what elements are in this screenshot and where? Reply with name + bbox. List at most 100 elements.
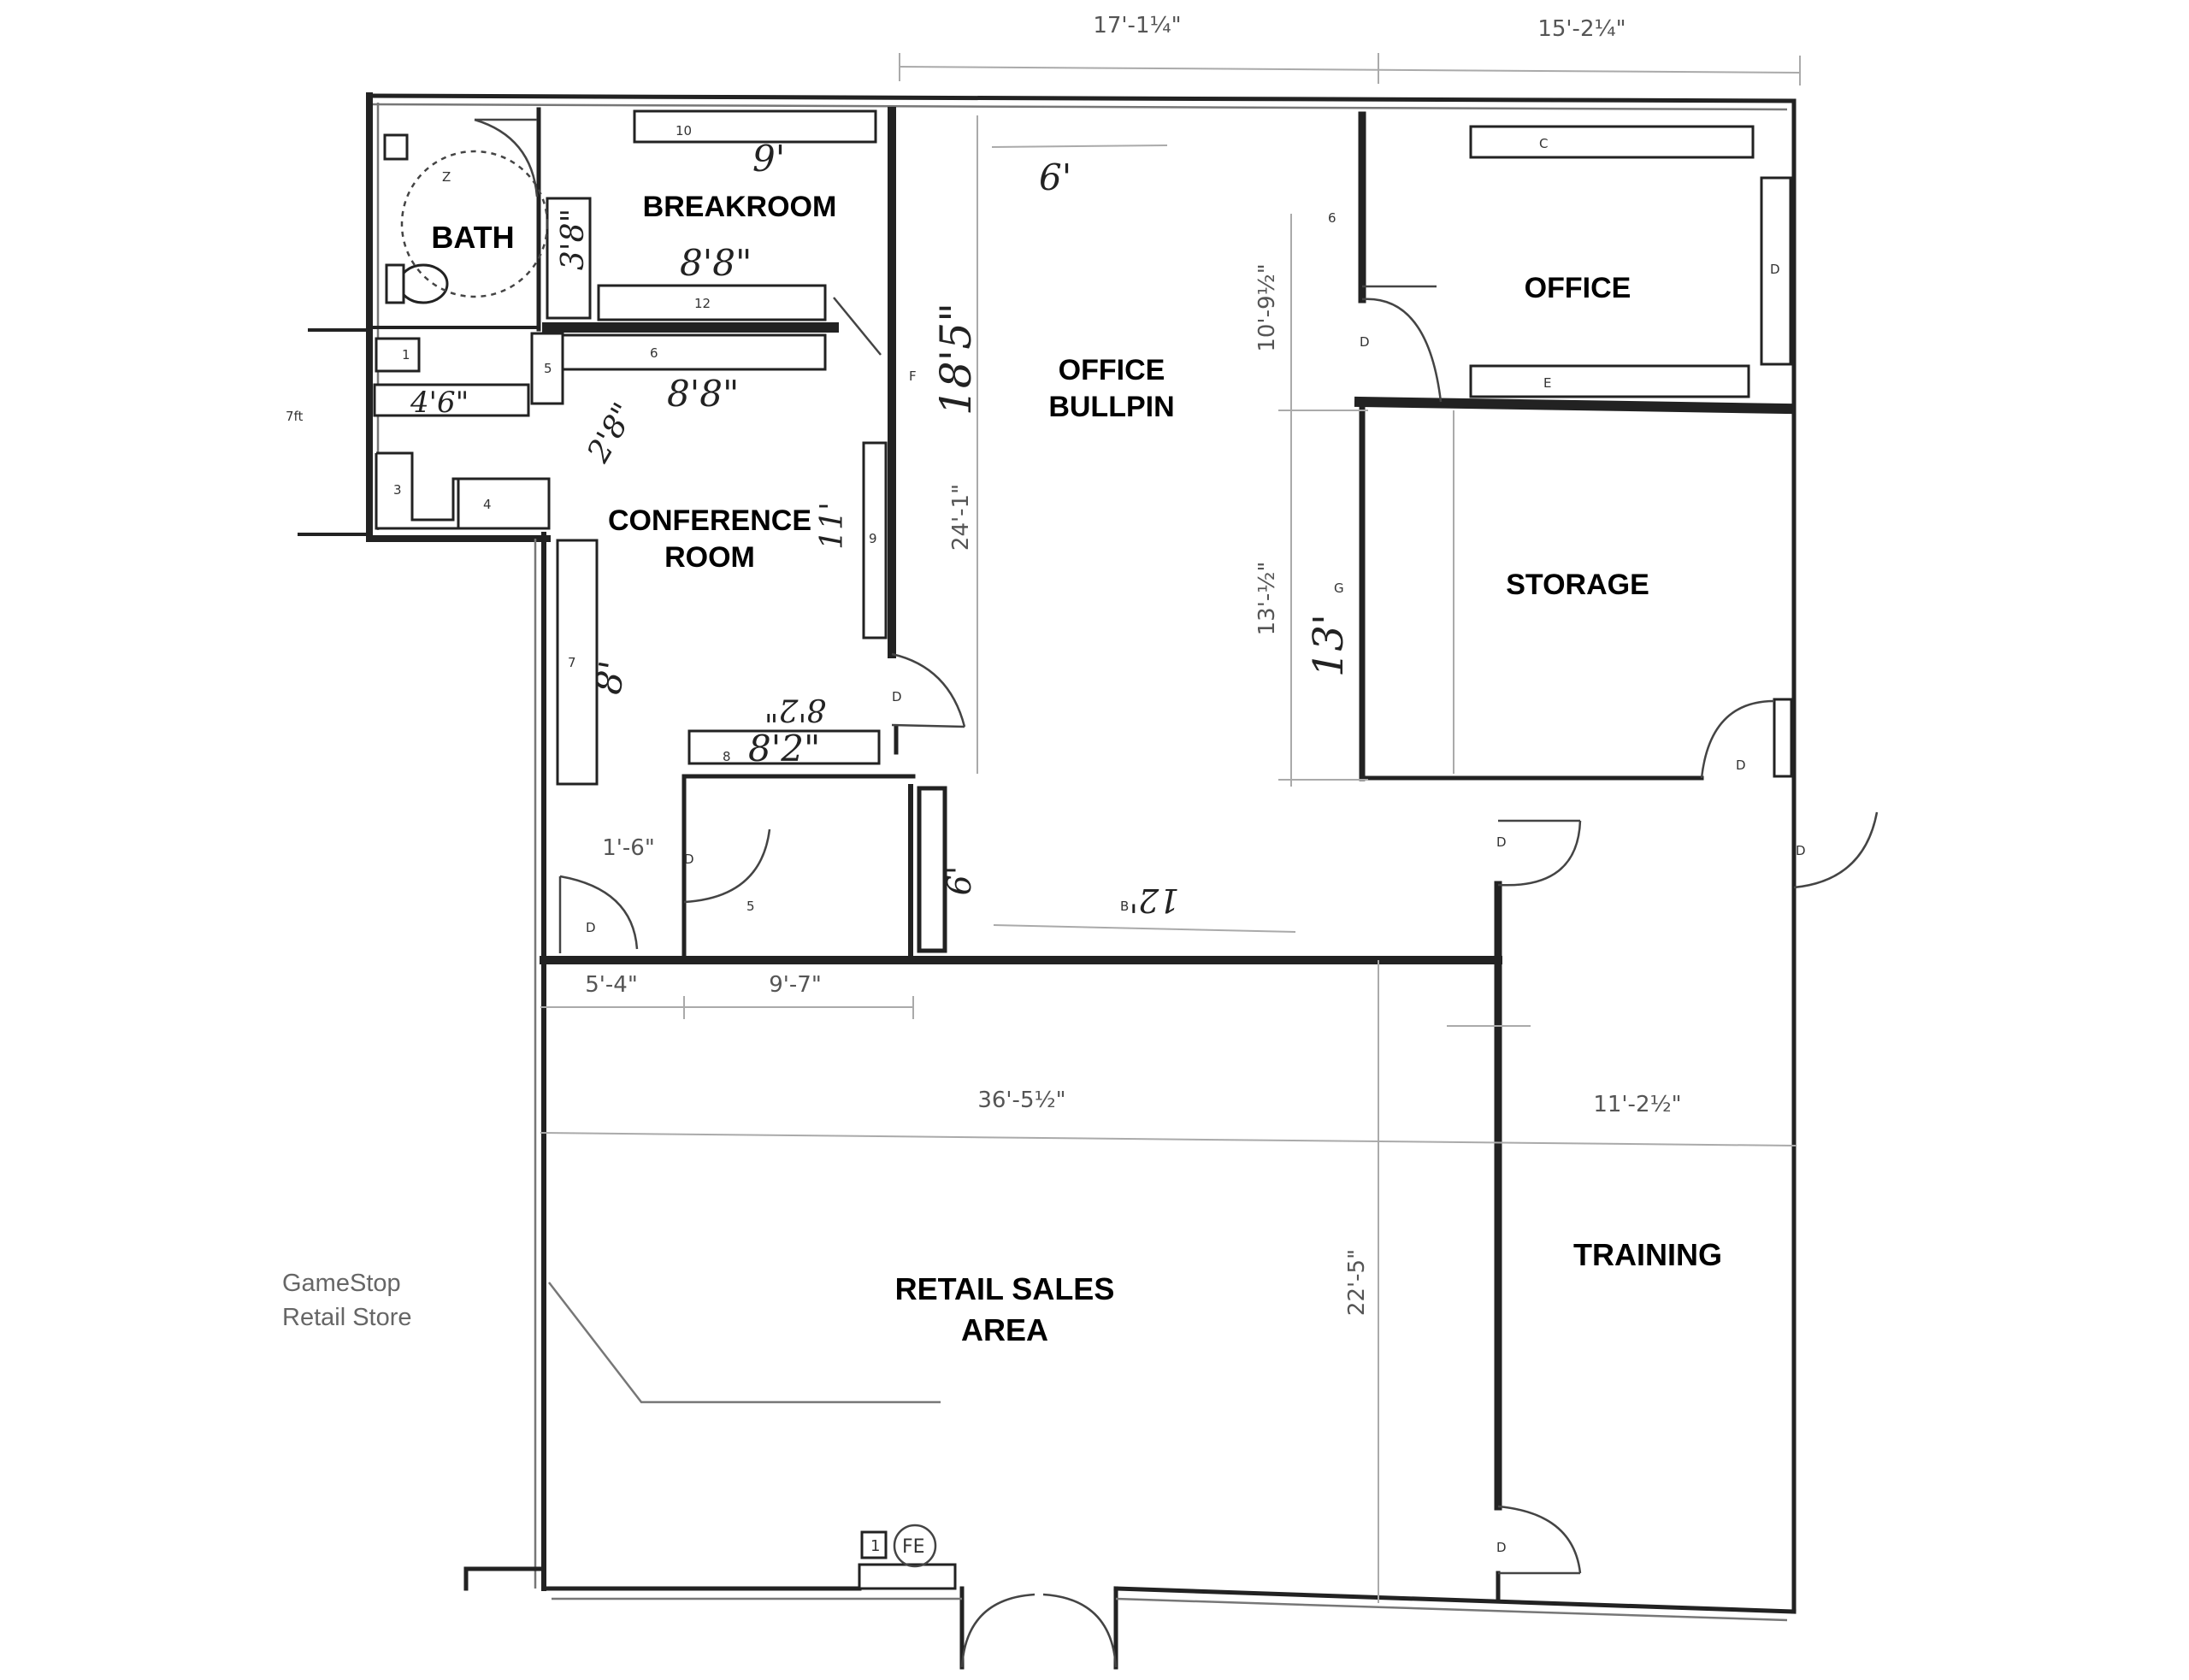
counter-7	[556, 539, 599, 786]
note-bullpin-top: 6'	[1039, 156, 1071, 198]
tag-7: 7	[568, 655, 576, 670]
bath-toilet-tank	[385, 263, 405, 304]
note-conf-counter: 8'	[587, 657, 634, 697]
tag-b: B	[1120, 899, 1129, 914]
note-bullpin-height: 18'5"	[931, 303, 981, 416]
dim-lower-2: 5'-4"	[585, 972, 638, 998]
tag-door-5: D	[1496, 1540, 1507, 1555]
dim-office-height: 10'-9½"	[1254, 263, 1280, 351]
tag-6-office: 6	[1328, 210, 1336, 226]
label-training: TRAINING	[1573, 1237, 1722, 1272]
note-bath-side: 3'8"	[556, 209, 591, 270]
tag-d: D	[1770, 262, 1780, 277]
office-counter-e	[1469, 364, 1750, 398]
counter-8	[687, 729, 881, 765]
note-breakroom-width: 9'	[752, 138, 785, 180]
note-conf-width: 11'	[815, 502, 850, 550]
cabinet-4	[457, 477, 551, 530]
label-office-bullpin-1: OFFICE	[1059, 354, 1165, 386]
tag-12: 12	[694, 296, 711, 311]
note-counter-6: 8'8"	[667, 373, 739, 415]
note-conf-bottom-b: 8'2"	[764, 692, 826, 727]
printed-dimensions: 17'-1¼" 15'-2¼" 10'-9½" 13'-½" 24'-1" 1'…	[585, 13, 1681, 1316]
fixtures	[373, 109, 1793, 1590]
tag-door-7: D	[684, 852, 694, 867]
tag-door-1: D	[892, 689, 902, 704]
dim-top-right: 15'-2¼"	[1537, 16, 1626, 42]
cabinet-1	[375, 337, 421, 373]
note-door-gap: 2'8"	[581, 398, 642, 469]
tag-5: 5	[544, 361, 552, 376]
doors	[400, 118, 1879, 1668]
counter-6	[558, 333, 827, 371]
label-office: OFFICE	[1525, 272, 1631, 304]
tag-1: 1	[402, 347, 410, 363]
label-breakroom: BREAKROOM	[643, 191, 837, 223]
dimension-lines	[540, 53, 1801, 1603]
tag-e: E	[1543, 375, 1551, 391]
label-office-bullpin-2: BULLPIN	[1048, 391, 1174, 423]
counter-4-6	[373, 383, 530, 417]
fire-box	[858, 1563, 957, 1590]
label-retail-1: RETAIL SALES	[895, 1271, 1115, 1306]
tag-door-6: D	[586, 920, 596, 935]
tag-10: 10	[676, 123, 692, 139]
note-cabinet: 4'6"	[410, 386, 469, 420]
bath-sink	[383, 133, 409, 161]
tag-6: 6	[650, 345, 658, 361]
tag-f: F	[909, 368, 917, 384]
office-counter-d	[1760, 176, 1792, 366]
dim-width-right: 11'-2½"	[1593, 1092, 1681, 1117]
office-counter-c	[1469, 125, 1755, 159]
tag-8: 8	[723, 749, 731, 764]
tag-4: 4	[483, 497, 492, 512]
fixture-tags: 10 12 6 5 1 3 4 9 7 8 C D E F G B Z 6 5 …	[286, 123, 1806, 1555]
tag-small-note: 7ft	[286, 409, 304, 424]
tag-c: C	[1539, 136, 1548, 151]
storage-shelf	[1773, 698, 1793, 778]
note-storage-width: 13'	[1305, 614, 1353, 677]
room-labels: BATH BREAKROOM CONFERENCE ROOM OFFICE BU…	[431, 191, 1722, 1347]
tag-5-lower: 5	[746, 899, 755, 914]
label-retail-2: AREA	[961, 1312, 1048, 1347]
dim-bullpin-height: 24'-1"	[948, 484, 974, 551]
fire-extinguisher-icon: 1 FE	[860, 1524, 937, 1568]
tag-door-8: D	[1360, 334, 1370, 350]
interior-walls	[368, 107, 1793, 1601]
tag-door-3: D	[1736, 757, 1746, 773]
counter-10	[633, 109, 877, 144]
cabinet-dark	[917, 786, 947, 953]
label-bath: BATH	[431, 220, 514, 255]
store-label-line-1: GameStop	[282, 1270, 401, 1297]
counter-12	[597, 284, 827, 321]
dim-storage-height: 13'-½"	[1254, 562, 1280, 636]
dim-top-left: 17'-1¼"	[1093, 13, 1181, 38]
tag-door-4: D	[1796, 843, 1806, 858]
exterior-walls	[298, 92, 1797, 1670]
bath-shower	[546, 197, 592, 320]
svg-text:1: 1	[870, 1537, 880, 1555]
dim-lower-3: 9'-7"	[769, 972, 822, 998]
label-conference-room: ROOM	[664, 541, 755, 574]
store-label-line-2: Retail Store	[282, 1304, 412, 1331]
label-conference: CONFERENCE	[608, 504, 811, 537]
dim-retail-height: 22'-5"	[1344, 1249, 1370, 1316]
bath-toilet	[398, 263, 449, 304]
handwritten-notes: 9' 3'8" 8'8" 8'8" 4'6" 2'8" 18'5" 6' 11'…	[410, 138, 1353, 919]
tag-door-2: D	[1496, 834, 1507, 850]
tag-3: 3	[393, 482, 402, 498]
note-counter-top: 8'8"	[680, 242, 752, 284]
cabinet-5	[530, 332, 564, 405]
tag-9: 9	[869, 531, 877, 546]
note-conf-bottom-a: 8'2"	[748, 728, 820, 769]
tag-z: Z	[442, 169, 451, 185]
note-small-room: 6'	[941, 866, 978, 896]
tag-g: G	[1334, 581, 1344, 596]
note-bullpin-bottom: 12'	[1130, 881, 1180, 919]
counter-9	[862, 441, 888, 640]
label-storage: STORAGE	[1506, 569, 1649, 601]
dim-width-main: 36'-5½"	[977, 1088, 1065, 1113]
svg-text:FE: FE	[902, 1536, 925, 1558]
dim-lower-1: 1'-6"	[602, 835, 655, 861]
